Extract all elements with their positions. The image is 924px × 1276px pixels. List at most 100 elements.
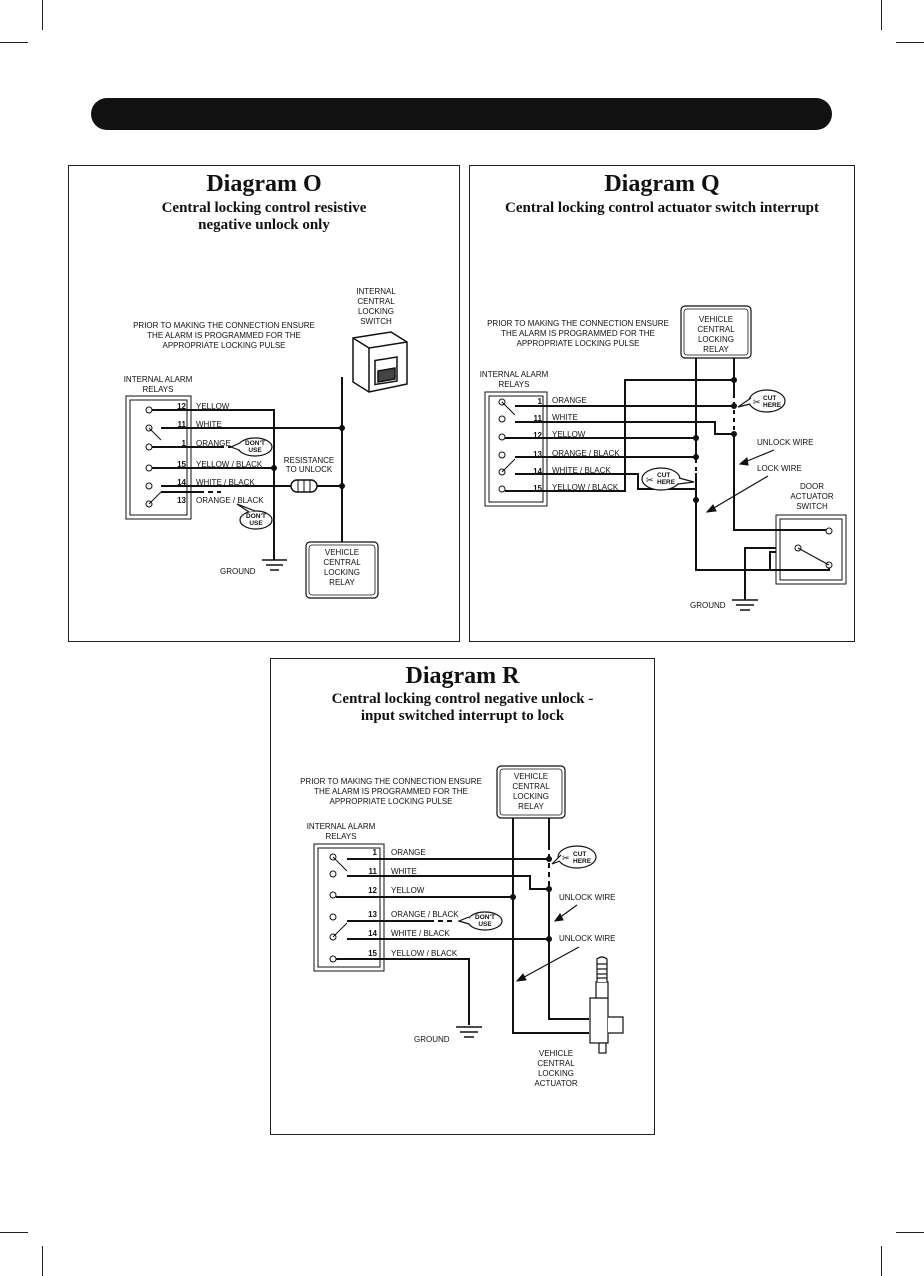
crop-mark [881, 0, 882, 30]
locking-switch-icon [352, 331, 408, 393]
ground-label: GROUND [220, 567, 256, 576]
ground-label: GROUND [414, 1035, 450, 1044]
pin-number: 15 [533, 484, 542, 493]
crop-mark [42, 1246, 43, 1276]
notice-line: PRIOR TO MAKING THE CONNECTION ENSURE [300, 777, 482, 786]
junction-dot [271, 465, 277, 471]
relays-label: RELAYS [326, 832, 357, 841]
svg-text:LOCKING: LOCKING [324, 568, 360, 577]
crop-mark [42, 0, 43, 30]
notice-line: APPROPRIATE LOCKING PULSE [163, 341, 286, 350]
svg-text:DON'T: DON'T [246, 513, 266, 520]
door-switch-box [775, 514, 847, 585]
notice-line: APPROPRIATE LOCKING PULSE [330, 797, 453, 806]
scissors-icon: ✂ [562, 853, 570, 863]
wire-label: YELLOW [552, 430, 586, 439]
svg-text:USE: USE [248, 447, 262, 454]
wire-label: ORANGE / BLACK [196, 496, 264, 505]
pin [145, 443, 153, 451]
pin-number: 1 [373, 848, 378, 857]
svg-text:CUT: CUT [657, 472, 670, 479]
notice-line: THE ALARM IS PROGRAMMED FOR THE [314, 787, 468, 796]
wire-label: WHITE / BLACK [196, 478, 255, 487]
diagram-o-wiring: PRIOR TO MAKING THE CONNECTION ENSURE TH… [124, 287, 408, 599]
relay-box [484, 391, 548, 507]
svg-text:USE: USE [478, 921, 492, 928]
pin-number: 14 [177, 478, 186, 487]
crop-mark [896, 42, 924, 43]
unlock-wire-label: UNLOCK WIRE [559, 893, 615, 902]
pin-number: 11 [178, 420, 187, 429]
svg-text:CENTRAL: CENTRAL [512, 782, 550, 791]
diagram-r-panel: Diagram R Central locking control negati… [270, 658, 655, 1135]
notice-line: PRIOR TO MAKING THE CONNECTION ENSURE [133, 321, 315, 330]
relays-label: RELAYS [143, 385, 174, 394]
yellow-black-wire [336, 958, 470, 1025]
crop-mark [0, 1232, 28, 1233]
relay-box [125, 395, 192, 520]
relay-wire-left [512, 818, 589, 1034]
pin [145, 482, 153, 490]
pin [498, 433, 506, 441]
pin-number: 15 [177, 460, 186, 469]
svg-text:CENTRAL: CENTRAL [697, 325, 735, 334]
ground-symbol [262, 559, 287, 571]
wire-label: ORANGE / BLACK [391, 910, 459, 919]
pin-number: 14 [368, 929, 377, 938]
yellow-wire [152, 409, 275, 560]
relay-box-inner [129, 399, 188, 516]
diagram-q-title: Diagram Q [604, 171, 720, 197]
pin [498, 451, 506, 459]
switch-label: INTERNAL [356, 287, 396, 296]
svg-text:HERE: HERE [657, 479, 676, 486]
pin-number: 12 [177, 402, 186, 411]
relays-label: RELAYS [499, 380, 530, 389]
actuator-label: ACTUATOR [534, 1079, 577, 1088]
door-switch-label: SWITCH [796, 502, 828, 511]
vehicle-relay-box [680, 305, 752, 359]
svg-text:DON'T: DON'T [475, 914, 495, 921]
diagram-r-subtitle: Central locking control negative unlock … [331, 691, 594, 724]
white-wire [515, 421, 734, 435]
svg-text:CUT: CUT [763, 395, 776, 402]
diagram-q-subtitle: Central locking control actuator switch … [505, 200, 819, 216]
vehicle-relay-box [305, 541, 379, 599]
ground-symbol [732, 599, 758, 611]
ground-symbol [456, 1026, 482, 1038]
diagram-o-title: Diagram O [206, 171, 322, 197]
pin-number: 12 [533, 431, 542, 440]
wire-label: ORANGE [552, 396, 587, 405]
ground-label: GROUND [690, 601, 726, 610]
svg-text:USE: USE [249, 520, 263, 527]
svg-text:LOCKING: LOCKING [513, 792, 549, 801]
crop-mark [896, 1232, 924, 1233]
svg-text:DON'T: DON'T [245, 440, 265, 447]
notice-line: APPROPRIATE LOCKING PULSE [517, 339, 640, 348]
svg-text:VEHICLE: VEHICLE [699, 315, 733, 324]
wire-label: WHITE / BLACK [552, 466, 611, 475]
relays-label: INTERNAL ALARM [307, 822, 376, 831]
vehicle-relay-box [496, 765, 566, 819]
pin-number: 13 [533, 450, 542, 459]
diagram-r-title: Diagram R [405, 663, 520, 689]
actuator-icon [589, 956, 624, 1054]
resistance-label: TO UNLOCK [286, 465, 333, 474]
scissors-icon: ✂ [646, 475, 654, 485]
wire-label: WHITE / BLACK [391, 929, 450, 938]
unlock-wire-label: UNLOCK WIRE [757, 438, 813, 447]
notice-line: THE ALARM IS PROGRAMMED FOR THE [501, 329, 655, 338]
wire-label: YELLOW / BLACK [552, 483, 619, 492]
crop-mark [881, 1246, 882, 1276]
wire-label: WHITE [552, 413, 578, 422]
pin [498, 415, 506, 423]
diagram-r-wiring: PRIOR TO MAKING THE CONNECTION ENSURE TH… [300, 765, 624, 1088]
svg-text:RELAY: RELAY [329, 578, 355, 587]
cut-here-bubble [557, 845, 597, 869]
svg-text:RELAY: RELAY [703, 345, 729, 354]
unlock-wire-label: UNLOCK WIRE [559, 934, 615, 943]
white-wire [347, 875, 549, 890]
diagram-o-panel: Diagram O Central locking control resist… [68, 165, 460, 642]
wire-label: ORANGE [196, 439, 231, 448]
pin [498, 485, 506, 493]
crop-mark [0, 42, 28, 43]
